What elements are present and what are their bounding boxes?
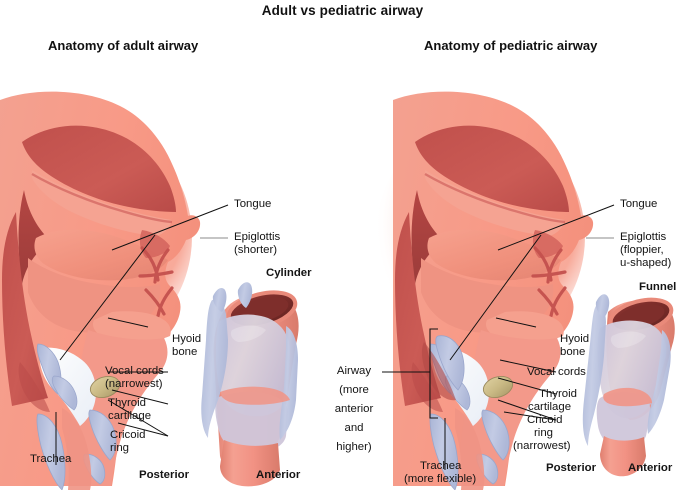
pediatric-label-epiglottis-line1: Epiglottis (620, 231, 667, 243)
adult-label-cricoid-line2: ring (110, 442, 129, 454)
adult-label-vocal-cords-line1: Vocal cords (105, 365, 164, 377)
adult-label-thyroid-line1: Thyroid (108, 397, 146, 409)
pediatric-label-airway-line3: anterior (334, 403, 374, 415)
adult-label-posterior: Posterior (139, 469, 190, 481)
adult-label-hyoid-line2: bone (172, 346, 198, 358)
adult-label-trachea: Trachea (30, 453, 72, 465)
adult-label-epiglottis-line1: Epiglottis (234, 231, 281, 243)
pediatric-label-hyoid-line2: bone (560, 346, 586, 358)
pediatric-larynx-funnel (582, 294, 675, 477)
pediatric-label-thyroid-line2: cartilage (528, 401, 572, 413)
pediatric-label-shape-funnel: Funnel (639, 281, 677, 293)
pediatric-label-airway-line1: Airway (336, 365, 372, 377)
pediatric-label-hyoid-line1: Hyoid (560, 333, 590, 345)
adult-label-tongue: Tongue (234, 198, 272, 210)
pediatric-label-cricoid-line1: Cricoid (527, 414, 563, 426)
pediatric-label-trachea-line2: (more flexible) (404, 473, 477, 485)
adult-larynx-cylinder (201, 282, 299, 487)
adult-label-anterior: Anterior (256, 469, 301, 481)
pediatric-label-trachea-line1: Trachea (420, 460, 462, 472)
pediatric-label-anterior: Anterior (628, 462, 673, 474)
adult-label-shape-cylinder: Cylinder (266, 267, 312, 279)
pediatric-label-airway-line5: higher) (336, 441, 372, 453)
pediatric-leader-lines (382, 204, 615, 470)
pediatric-label-cricoid-line3: (narrowest) (513, 440, 571, 452)
adult-label-cricoid-line1: Cricoid (110, 429, 146, 441)
pediatric-label-airway-line4: and (344, 422, 364, 434)
pediatric-label-vocal-cords: Vocal cords (527, 366, 586, 378)
adult-label-epiglottis-line2: (shorter) (234, 244, 278, 256)
panel-title-pediatric: Anatomy of pediatric airway (424, 38, 598, 53)
pediatric-head-neck-illustration (373, 90, 595, 490)
pediatric-label-epiglottis-line2: (floppier, (620, 244, 664, 256)
figure-title: Adult vs pediatric airway (261, 3, 424, 18)
adult-head-neck-illustration (0, 90, 202, 490)
pediatric-label-cricoid-line2: ring (534, 427, 553, 439)
pediatric-label-thyroid-line1: Thyroid (539, 388, 577, 400)
adult-label-thyroid-line2: cartilage (108, 410, 152, 422)
panel-title-adult: Anatomy of adult airway (48, 38, 199, 53)
pediatric-label-airway-line2: (more (339, 384, 369, 396)
pediatric-label-posterior: Posterior (546, 462, 597, 474)
adult-leader-lines (55, 204, 229, 465)
pediatric-label-tongue: Tongue (620, 198, 658, 210)
pediatric-label-epiglottis-line3: u-shaped) (620, 257, 672, 269)
adult-label-vocal-cords-line2: (narrowest) (105, 378, 163, 390)
adult-label-hyoid-line1: Hyoid (172, 333, 202, 345)
